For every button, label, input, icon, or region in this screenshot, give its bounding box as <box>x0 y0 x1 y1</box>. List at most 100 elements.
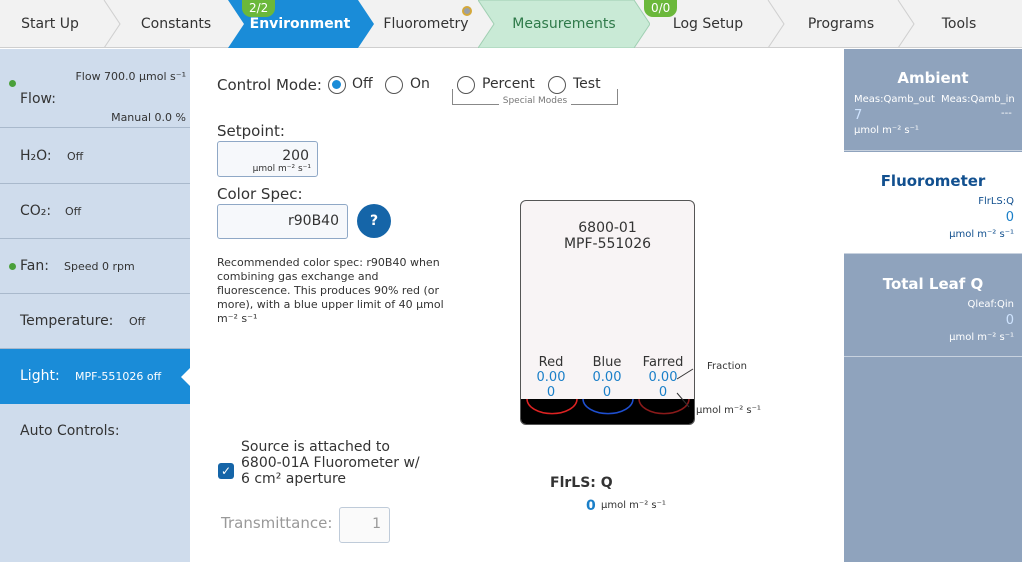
setpoint-value: 200 <box>282 148 309 164</box>
setpoint-unit: µmol m⁻² s⁻¹ <box>252 164 311 174</box>
flrls-q-unit: µmol m⁻² s⁻¹ <box>601 500 666 511</box>
ambient-in-value: --- <box>1001 108 1012 119</box>
tab-start-up[interactable]: Start Up <box>0 0 100 48</box>
tab-measurements[interactable]: Measurements <box>496 0 632 48</box>
tab-environment[interactable]: Environment <box>246 0 354 48</box>
color-spec-label: Color Spec: <box>217 185 303 203</box>
sidebar-item-value: Speed 0 rpm <box>64 260 135 273</box>
light-source-device: 6800-01 MPF-551026 Red 0.00 0 Blue 0.00 … <box>520 200 695 425</box>
sidebar-item-value: Off <box>129 315 146 328</box>
fluorometer-sub-label: FlrLS:Q <box>978 196 1014 207</box>
transmittance-label: Transmittance: <box>221 514 333 532</box>
total-leaf-q-card[interactable]: Total Leaf Q Qleaf:Qin 0 µmol m⁻² s⁻¹ <box>844 255 1022 357</box>
annotation-lines <box>676 368 694 408</box>
control-mode-label: Control Mode: <box>217 76 322 94</box>
sidebar-item-label: CO₂: <box>20 203 52 219</box>
sidebar-item-flow[interactable]: Flow: Flow 700.0 µmol s⁻¹ Manual 0.0 % <box>0 49 190 128</box>
tab-programs[interactable]: Programs <box>790 0 892 48</box>
sidebar-item-label: Light: <box>20 368 60 384</box>
fluorometry-status-dot <box>462 6 472 16</box>
ambient-unit: µmol m⁻² s⁻¹ <box>854 125 919 136</box>
sidebar-item-co2[interactable]: CO₂: Off <box>0 184 190 239</box>
channel-blue-name: Blue <box>592 355 622 370</box>
tab-measurements-shape <box>478 0 650 48</box>
fraction-annotation: Fraction <box>707 361 747 372</box>
sidebar: Flow: Flow 700.0 µmol s⁻¹ Manual 0.0 % H… <box>0 49 190 562</box>
radio-test-label: Test <box>573 76 601 92</box>
total-leaf-q-title: Total Leaf Q <box>882 275 984 293</box>
tab-constants[interactable]: Constants <box>124 0 228 48</box>
total-leaf-q-value: 0 <box>1005 313 1014 328</box>
chevron-divider-icon <box>767 0 785 48</box>
flrls-q-value: 0 <box>586 498 596 514</box>
tab-log-setup[interactable]: Log Setup <box>656 0 760 48</box>
fluorometer-title: Fluorometer <box>880 172 986 190</box>
selected-arrow-icon <box>181 368 190 386</box>
chevron-divider-icon <box>103 0 121 48</box>
tab-label: Start Up <box>21 16 79 32</box>
tab-label: Fluorometry <box>383 16 469 32</box>
tab-label: Programs <box>807 16 875 32</box>
sidebar-item-auto-controls[interactable]: Auto Controls: <box>0 404 190 459</box>
main-panel: Control Mode: Off On Percent Test Specia… <box>190 49 844 562</box>
transmittance-value: 1 <box>372 516 381 532</box>
flrls-q-title: FlrLS: Q <box>550 475 613 491</box>
unit-annotation: µmol m⁻² s⁻¹ <box>696 405 761 416</box>
radio-on-label: On <box>410 76 430 92</box>
channel-blue-fraction: 0.00 <box>592 370 622 385</box>
sidebar-item-value: Off <box>65 205 82 218</box>
radio-percent[interactable] <box>457 76 475 94</box>
total-leaf-q-unit: µmol m⁻² s⁻¹ <box>949 332 1014 343</box>
radio-off-label: Off <box>352 76 373 92</box>
fluorometer-card[interactable]: Fluorometer FlrLS:Q 0 µmol m⁻² s⁻¹ <box>844 152 1022 254</box>
channel-farred-fraction: 0.00 <box>648 370 678 385</box>
help-button[interactable]: ? <box>357 204 391 238</box>
right-panel: Ambient Meas:Qamb_out Meas:Qamb_in 7 ---… <box>844 49 1022 562</box>
sidebar-item-temperature[interactable]: Temperature: Off <box>0 294 190 349</box>
total-leaf-q-sub-label: Qleaf:Qin <box>967 299 1014 310</box>
tab-label: Log Setup <box>672 16 744 32</box>
channel-farred-name: Farred <box>642 355 684 370</box>
color-spec-description: Recommended color spec: r90B40 when comb… <box>217 256 444 325</box>
sidebar-item-light[interactable]: Light: MPF-551026 off <box>0 349 190 404</box>
setpoint-input[interactable]: 200 µmol m⁻² s⁻¹ <box>217 141 318 177</box>
environment-badge: 2/2 <box>242 0 276 17</box>
special-modes-label: Special Modes <box>498 96 572 106</box>
measurements-badge: 0/0 <box>644 0 678 17</box>
radio-on[interactable] <box>385 76 403 94</box>
ambient-col2-label: Meas:Qamb_in <box>941 94 1015 105</box>
channel-red-value: 0 <box>546 385 556 400</box>
color-spec-input[interactable]: r90B40 <box>217 204 348 239</box>
ambient-col1-label: Meas:Qamb_out <box>854 94 935 105</box>
source-attached-checkbox[interactable]: ✓ <box>218 463 234 479</box>
sidebar-item-fan[interactable]: Fan: Speed 0 rpm <box>0 239 190 294</box>
tab-label: Measurements <box>512 16 616 32</box>
channel-farred-value: 0 <box>658 385 668 400</box>
channel-red-name: Red <box>538 355 564 370</box>
transmittance-input[interactable]: 1 <box>339 507 390 543</box>
source-attached-label: Source is attached to 6800-01A Fluoromet… <box>241 439 420 487</box>
color-spec-value: r90B40 <box>288 213 339 229</box>
led-emitters-icon <box>526 398 690 415</box>
tab-tools[interactable]: Tools <box>916 0 1002 48</box>
sidebar-item-label: Auto Controls: <box>20 423 120 439</box>
sidebar-item-label: Temperature: <box>20 313 114 329</box>
fluorometer-value: 0 <box>1005 210 1014 225</box>
radio-percent-label: Percent <box>482 76 535 92</box>
radio-off[interactable] <box>328 76 346 94</box>
sidebar-item-h2o[interactable]: H₂O: Off <box>0 129 190 184</box>
device-model: 6800-01 <box>578 220 637 236</box>
sidebar-item-label: Fan: <box>20 258 49 274</box>
tab-label: Tools <box>941 16 977 32</box>
device-base <box>521 398 694 424</box>
tab-label: Environment <box>249 16 351 32</box>
device-serial: MPF-551026 <box>563 236 652 252</box>
status-dot <box>9 80 16 87</box>
radio-test[interactable] <box>548 76 566 94</box>
sidebar-item-value: Flow 700.0 µmol s⁻¹ <box>75 70 186 83</box>
ambient-card[interactable]: Ambient Meas:Qamb_out Meas:Qamb_in 7 ---… <box>844 49 1022 151</box>
sidebar-item-value: Off <box>67 150 84 163</box>
ambient-title: Ambient <box>897 69 969 87</box>
tab-fluorometry[interactable]: Fluorometry <box>376 0 476 48</box>
sidebar-item-label: Flow: <box>20 91 56 107</box>
